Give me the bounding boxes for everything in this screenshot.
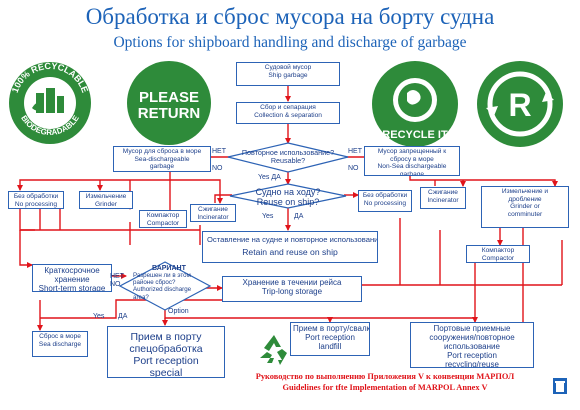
box-retain-reuse: Оставление на судне и повторное использо… bbox=[202, 231, 378, 263]
return-text: RETURN bbox=[138, 105, 201, 122]
label-yes-1: Yes bbox=[262, 213, 274, 220]
label-no-right: NO bbox=[348, 165, 359, 172]
recycle-it-text: RECYCLE IT bbox=[382, 129, 448, 141]
registered-r-text: R bbox=[508, 87, 531, 123]
footer-guidelines: Руководство по выполнению Приложения V к… bbox=[255, 372, 515, 392]
poster-title-ru: Обработка и сброс мусора на борту судна bbox=[85, 4, 495, 29]
recycle-it-logo: RECYCLE IT bbox=[372, 61, 458, 147]
label-no-left: NO bbox=[212, 165, 223, 172]
trash-bin-icon bbox=[553, 378, 567, 394]
label-option: Option bbox=[168, 308, 189, 315]
decision-diamond-underway bbox=[229, 183, 347, 209]
label-yes-2: Yes bbox=[93, 313, 105, 320]
label-net-3: НЕТ bbox=[110, 273, 124, 280]
poster-title-en: Options for shipboard handling and disch… bbox=[113, 34, 467, 51]
label-da-2: ДА bbox=[118, 313, 128, 320]
label-net-left: НЕТ bbox=[212, 148, 226, 155]
please-return-logo: PLEASE RETURN bbox=[127, 61, 211, 145]
label-yes-da-1: Yes ДА bbox=[258, 174, 281, 181]
decision-underway-text: Судно на ходу?Reuse on ship? bbox=[255, 187, 321, 207]
label-no-3: NO bbox=[110, 281, 121, 288]
label-variant: ВАРИАНТ bbox=[152, 265, 186, 272]
registered-recycle-logo: R bbox=[477, 61, 563, 147]
recycle-arrows-icon bbox=[260, 335, 287, 365]
decision-diamond-authorized bbox=[118, 261, 212, 311]
decision-reusable-text: Повторное использование?Reusable? bbox=[241, 148, 335, 166]
decision-diamond-reusable bbox=[227, 142, 349, 173]
label-net-right: НЕТ bbox=[348, 148, 362, 155]
label-da-1: ДА bbox=[294, 213, 304, 220]
recyclable-biodegradable-logo: 100% RECYCLABLE BIODEGRADABLE bbox=[9, 61, 91, 144]
please-text: PLEASE bbox=[139, 89, 199, 106]
